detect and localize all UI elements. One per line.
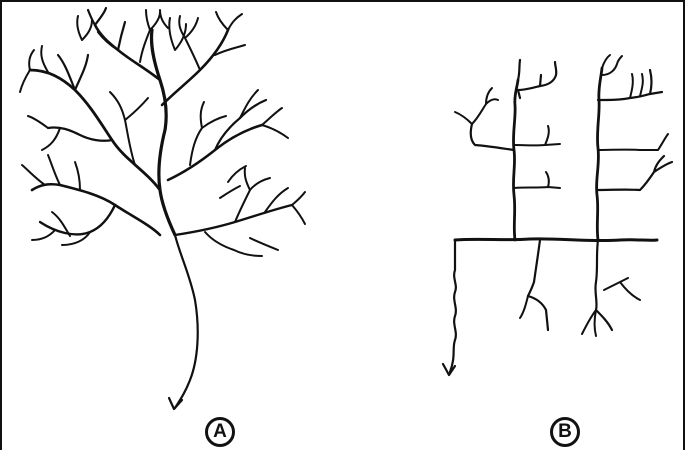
panel-b-label: B [550,417,580,447]
dendritic-branch [38,203,117,236]
dendritic-main-trunk [149,28,177,237]
dendritic-pattern-diagram [19,6,306,411]
dendritic-branch [204,231,279,257]
dendritic-branch [239,89,289,139]
dendritic-branch [159,9,187,51]
trellis-branch [469,122,516,152]
dendritic-branch [264,187,306,225]
trellis-outlet-stream [448,238,457,374]
dendritic-branch [21,154,81,191]
trellis-branch [454,87,499,125]
panel-a-letter: A [213,421,227,442]
dendritic-branch [109,91,149,166]
trellis-pattern-diagram [441,54,674,377]
dendritic-branch [219,165,247,199]
trellis-branch [597,133,669,152]
trellis-branch [594,238,614,332]
trellis-main-stream [453,237,659,243]
dendritic-branch [28,68,162,192]
dendritic-branch [46,126,114,142]
dendritic-outlet-stream [173,233,199,410]
trellis-branch [513,125,561,147]
dendritic-branch [166,123,264,182]
dendritic-branch [189,101,227,166]
outlet-arrowhead [441,362,457,377]
dendritic-branch [178,15,201,71]
trellis-branch [629,73,644,99]
dendritic-branch [234,167,271,223]
dendritic-branch [76,15,93,41]
dendritic-branch [31,211,91,246]
panel-a-label: A [205,417,235,447]
dendritic-branch [56,53,90,92]
trellis-branch [581,277,641,337]
dendritic-branch [27,115,61,151]
trellis-branch [538,60,558,88]
trellis-branch [519,295,529,319]
trellis-tributary [595,66,604,242]
trellis-branch [513,171,561,189]
dendritic-branch [214,11,246,56]
trellis-branch [596,154,674,192]
dendritic-branch [173,203,294,237]
dendritic-branch [86,6,127,52]
trellis-tributary [512,78,520,242]
dendritic-branch [19,45,49,93]
trellis-branch [526,238,550,332]
outlet-arrowhead [167,396,184,411]
panel-b-letter: B [558,421,572,442]
trellis-branch [516,58,543,100]
trellis-branch [601,54,623,76]
